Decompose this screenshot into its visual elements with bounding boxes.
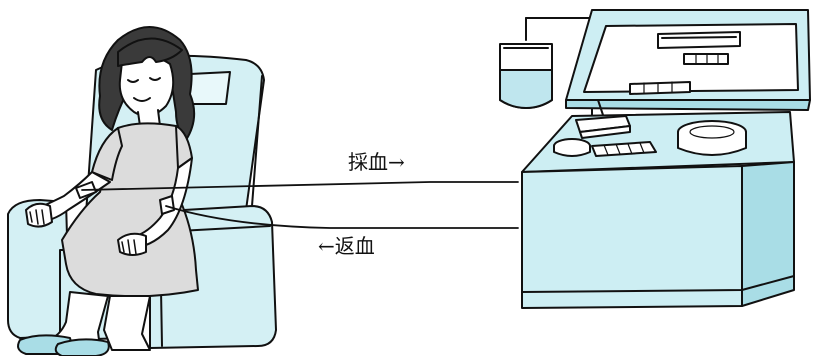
monitor (565, 9, 811, 125)
blood-tubes (81, 181, 519, 229)
fluid-bag (499, 43, 553, 109)
needle-site-right (159, 195, 175, 215)
mouth (133, 97, 151, 102)
return-tube (165, 205, 519, 229)
cabinet-side (741, 161, 795, 307)
keypad (591, 141, 657, 157)
apheresis-machine (499, 9, 811, 309)
cabinet-front (521, 165, 743, 309)
right-shoe (54, 338, 110, 356)
face (118, 55, 175, 117)
collection-tube (81, 181, 519, 191)
patient-figure (17, 26, 199, 356)
left-eye (127, 79, 139, 83)
right-eye (149, 77, 161, 81)
blood-collection-label: 採血→ (348, 150, 405, 174)
blood-return-label: ←返血 (318, 234, 375, 258)
